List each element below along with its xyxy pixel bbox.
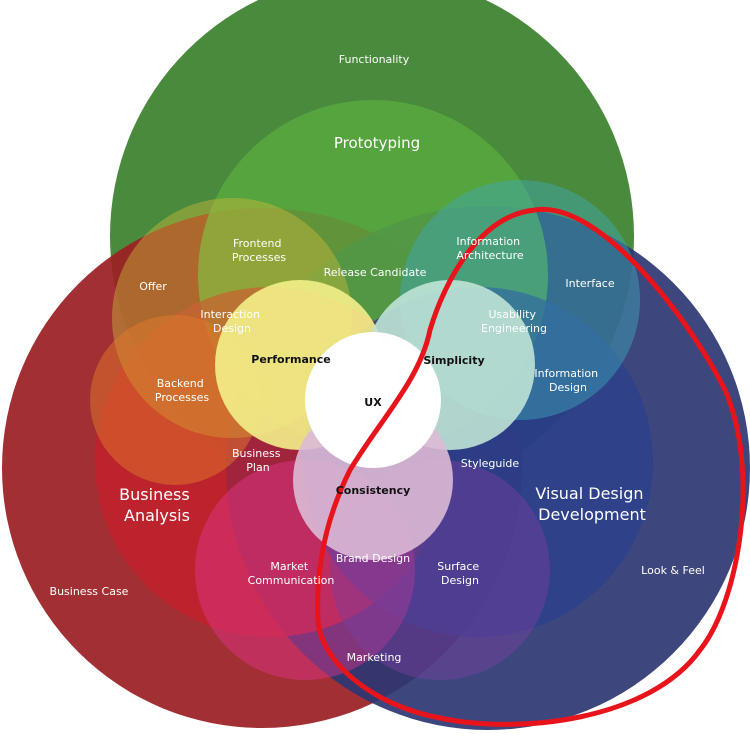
- label-simplicity: Simplicity: [423, 354, 484, 367]
- label-brand-design: Brand Design: [336, 552, 410, 565]
- label-marketing: Marketing: [347, 651, 402, 664]
- label-consistency: Consistency: [336, 484, 411, 497]
- label-backend-processes: Backend Processes: [155, 377, 209, 404]
- label-surface-design: Surface Design: [437, 560, 482, 587]
- highlight-outline: [315, 207, 746, 727]
- label-functionality: Functionality: [339, 53, 410, 66]
- label-information-architecture: Information Architecture: [456, 235, 524, 262]
- label-offer: Offer: [139, 280, 167, 293]
- label-business-plan: Business Plan: [232, 447, 284, 474]
- label-prototyping: Prototyping: [334, 134, 420, 152]
- label-interface: Interface: [565, 277, 614, 290]
- label-visual-design-development: Visual Design Development: [535, 484, 648, 524]
- label-information-design: Information Design: [534, 367, 601, 394]
- label-look-and-feel: Look & Feel: [641, 564, 705, 577]
- label-performance: Performance: [251, 353, 330, 366]
- label-interaction-design: Interaction Design: [200, 308, 263, 335]
- label-market-communication: Market Communication: [248, 560, 335, 587]
- label-ux: UX: [364, 396, 382, 409]
- label-usability-engineering: Usability Engineering: [481, 308, 547, 335]
- label-release-candidate: Release Candidate: [324, 266, 427, 279]
- label-business-case: Business Case: [50, 585, 129, 598]
- ux-center: [305, 332, 441, 468]
- label-frontend-processes: Frontend Processes: [232, 237, 286, 264]
- label-styleguide: Styleguide: [461, 457, 520, 470]
- label-business-analysis: Business Analysis: [119, 485, 195, 525]
